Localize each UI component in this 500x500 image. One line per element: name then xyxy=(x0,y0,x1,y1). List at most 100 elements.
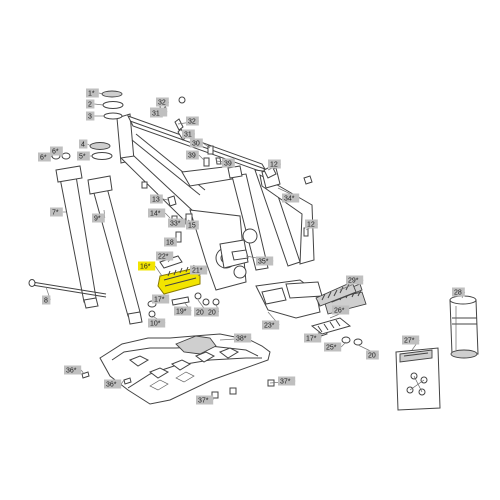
callout-tag-bg xyxy=(186,116,199,126)
callout-tag-bg xyxy=(206,307,219,317)
callout-7: 7* xyxy=(50,207,66,217)
callout-tag-bg xyxy=(190,265,208,275)
callout-6b: 6* xyxy=(50,146,63,156)
callout-tag-bg xyxy=(262,320,280,330)
callout-17a: 17* xyxy=(152,294,170,304)
part-number-label: 27* xyxy=(404,338,415,345)
callout-tag-bg xyxy=(50,207,63,217)
engine-bracket xyxy=(159,239,249,269)
callout-35: 35* xyxy=(245,255,274,266)
callout-tag-bg xyxy=(182,129,195,139)
callout-12b: 12 xyxy=(305,219,318,231)
main-frame xyxy=(116,113,323,319)
part-number-label: 2 xyxy=(88,102,92,109)
callout-tag-bg xyxy=(222,158,235,168)
pivot-bolt xyxy=(315,281,357,307)
part-number-label: 29* xyxy=(348,278,359,285)
callout-22: 22* xyxy=(156,251,174,263)
callout-tag-bg xyxy=(278,376,296,386)
part-number-label: 8 xyxy=(44,298,48,305)
callout-tag-bg xyxy=(256,256,274,266)
callout-tag-bg xyxy=(86,99,95,109)
part-number-label: 26* xyxy=(334,308,345,315)
callout-14: 14* xyxy=(148,208,171,219)
part-number-label: 39 xyxy=(224,161,232,168)
callout-tag-bg xyxy=(156,97,169,107)
callout-tag-bg xyxy=(156,251,174,261)
part-number-label: 6* xyxy=(52,149,59,156)
leader-line xyxy=(340,341,347,348)
callout-36a: 36* xyxy=(64,365,85,375)
part-number-label: 15 xyxy=(188,223,196,230)
callout-18: 18 xyxy=(164,237,178,247)
hardware-kit xyxy=(395,347,441,411)
part-number-label: 32 xyxy=(158,100,166,107)
part-number-label: 21* xyxy=(192,268,203,275)
callout-4: 4 xyxy=(79,139,92,149)
callout-tag-bg xyxy=(268,159,281,169)
part-number-label: 31 xyxy=(152,111,160,118)
callout-tag-bg xyxy=(86,111,95,121)
leader-line xyxy=(164,212,171,219)
peg-spring xyxy=(310,317,352,335)
callout-tag-bg xyxy=(64,365,82,375)
part-number-label: 39 xyxy=(188,153,196,160)
callout-1: 1* xyxy=(86,88,104,98)
callout-tag-bg xyxy=(42,295,51,305)
part-number-label: 25* xyxy=(326,345,337,352)
part-number-label: 22* xyxy=(158,254,169,261)
callout-tag-bg xyxy=(168,218,186,228)
part-number-label: 12 xyxy=(307,222,315,229)
part-number-label: 6* xyxy=(40,155,47,162)
callout-tag-bg xyxy=(190,138,203,148)
callout-36b: 36* xyxy=(104,379,125,389)
part-number-label: 20 xyxy=(196,310,204,317)
callout-13: 13 xyxy=(150,194,169,204)
callout-31b: 31 xyxy=(179,129,195,139)
part-number-label: 31 xyxy=(184,132,192,139)
callout-38: 38* xyxy=(219,333,252,343)
callout-9: 9* xyxy=(92,209,106,223)
callout-tag-bg xyxy=(152,294,170,304)
leader-line xyxy=(120,379,125,385)
callout-31a: 31 xyxy=(150,108,163,118)
callout-37a: 37* xyxy=(196,395,214,405)
leader-line xyxy=(98,92,104,95)
callout-20b: 20 xyxy=(206,303,220,317)
part-number-label: 14* xyxy=(150,211,161,218)
callout-tag-bg xyxy=(150,194,163,204)
callout-15: 15 xyxy=(186,219,199,230)
part-number-label: 28 xyxy=(454,290,462,297)
callout-20c: 20 xyxy=(357,344,379,360)
callout-6a: 6* xyxy=(38,152,53,162)
callout-29: 29* xyxy=(339,275,364,291)
callout-tag-bg xyxy=(452,287,465,297)
callout-tag-bg xyxy=(104,379,122,389)
leader-line xyxy=(87,143,92,147)
callout-12a: 12 xyxy=(267,159,281,171)
part-number-label: 3 xyxy=(88,114,92,121)
callout-tag-bg xyxy=(174,306,192,316)
part-number-label: 13 xyxy=(152,197,160,204)
callout-3: 3 xyxy=(86,111,104,121)
spacers xyxy=(147,298,220,318)
callout-tag-bg xyxy=(86,88,99,98)
part-number-label: 36* xyxy=(66,368,77,375)
callout-25: 25* xyxy=(324,341,347,352)
part-number-label: 34* xyxy=(284,196,295,203)
part-number-label: 32 xyxy=(188,119,196,126)
part-number-label: 19* xyxy=(176,309,187,316)
leader-line xyxy=(94,103,104,106)
callout-32a: 32 xyxy=(156,97,170,109)
part-number-label: 4 xyxy=(81,142,85,149)
part-number-label: 37* xyxy=(280,379,291,386)
cylinder-part xyxy=(449,295,479,359)
part-number-label: 16* xyxy=(140,264,151,271)
callout-23: 23* xyxy=(262,311,280,330)
callout-tag-bg xyxy=(138,261,156,271)
leader-line xyxy=(198,154,205,161)
leader-line xyxy=(80,369,85,375)
part-number-label: 1* xyxy=(88,91,95,98)
callout-tag-bg xyxy=(77,151,90,161)
callout-5: 5* xyxy=(77,151,92,161)
